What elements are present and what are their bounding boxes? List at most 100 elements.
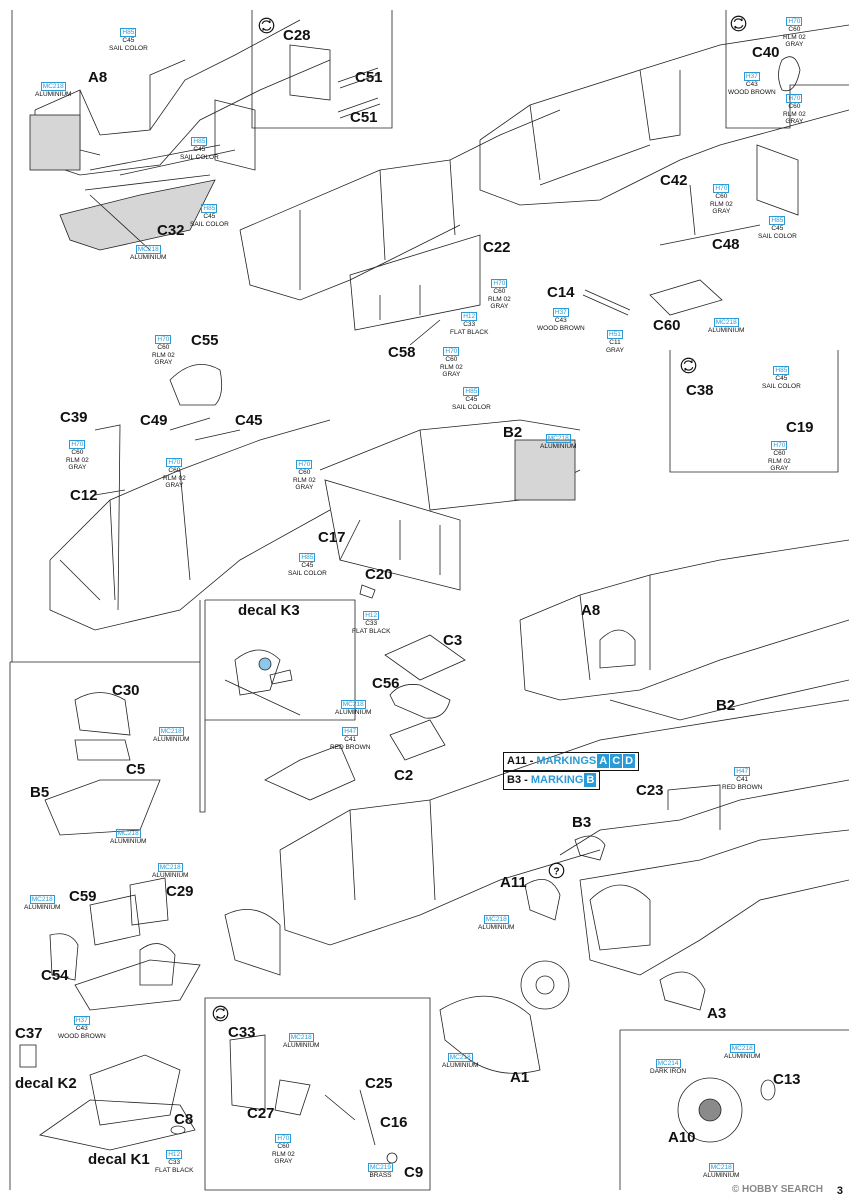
part-label: decal K2 [15, 1075, 77, 1092]
paint-code: H12 [363, 611, 380, 620]
paint-line: RLM 02 [440, 363, 463, 371]
paint-line: WOOD BROWN [537, 324, 585, 332]
marking-box: D [623, 754, 636, 768]
paint-line: C60 [788, 26, 801, 33]
paint-line: GRAY [770, 465, 789, 472]
part-label: C56 [372, 675, 400, 692]
part-label: C45 [235, 412, 263, 429]
marking-box: B [584, 773, 597, 787]
paint-line: C41 [736, 776, 749, 783]
part-label: C54 [41, 967, 69, 984]
check-mark-icon: ? [548, 862, 565, 879]
paint-line: C43 [75, 1025, 88, 1032]
paint-code: MC218 [713, 318, 739, 327]
paint-line: C33 [168, 1159, 181, 1166]
part-label: C32 [157, 222, 185, 239]
paint-line: C60 [168, 467, 181, 474]
paint-line: C43 [745, 81, 758, 88]
part-label: decal K1 [88, 1151, 150, 1168]
paint-line: ALUMINIUM [35, 91, 72, 98]
paint-line: C41 [344, 736, 357, 743]
part-label: C8 [174, 1111, 194, 1128]
paint-line: FLAT BLACK [352, 627, 391, 635]
paint-code: H85 [773, 366, 790, 375]
part-label: C14 [547, 284, 575, 301]
paint-code: H70 [275, 1134, 292, 1143]
paint-line: C60 [298, 469, 311, 476]
part-label: C22 [483, 239, 511, 256]
rotate-icon [212, 1005, 229, 1022]
paint-line: ALUMINIUM [708, 327, 745, 334]
paint-code: MC218 [708, 1163, 734, 1172]
paint-line: ALUMINIUM [130, 254, 167, 261]
paint-code: H12 [166, 1150, 183, 1159]
part-label: C60 [653, 317, 681, 334]
paint-line: GRAY [154, 359, 173, 366]
part-label: C9 [404, 1164, 424, 1181]
marking-box: A [597, 754, 610, 768]
part-label: C3 [443, 632, 463, 649]
paint-code: H85 [201, 204, 218, 213]
part-label: C20 [365, 566, 393, 583]
paint-line: C45 [775, 375, 788, 382]
paint-code: H85 [120, 28, 137, 37]
part-label: C51 [355, 69, 383, 86]
paint-code: H70 [786, 17, 803, 26]
paint-line: ALUMINIUM [283, 1042, 320, 1049]
part-label: C2 [394, 767, 414, 784]
paint-line: C43 [554, 317, 567, 324]
paint-line: ALUMINIUM [24, 904, 61, 911]
paint-code: MC218 [157, 863, 183, 872]
paint-code: H85 [769, 216, 786, 225]
paint-code: H70 [69, 440, 86, 449]
part-label: C13 [773, 1071, 801, 1088]
part-label: A1 [510, 1069, 530, 1086]
paint-line: GRAY [295, 484, 314, 491]
part-label: A8 [581, 602, 601, 619]
part-label: C5 [126, 761, 146, 778]
paint-line: GRAY [68, 464, 87, 471]
markings-part: B3 - [507, 774, 531, 786]
paint-line: ALUMINIUM [442, 1062, 479, 1069]
part-label: C12 [70, 487, 98, 504]
paint-line: SAIL COLOR [109, 44, 148, 52]
part-label: A3 [707, 1005, 727, 1022]
paint-code: MC214 [655, 1059, 681, 1068]
paint-line: C45 [301, 562, 314, 569]
paint-code: H85 [463, 387, 480, 396]
rotate-icon [730, 15, 747, 32]
part-label: C30 [112, 682, 140, 699]
paint-line: SAIL COLOR [452, 403, 491, 411]
paint-line: C33 [463, 321, 476, 328]
paint-line: RLM 02 [710, 200, 733, 208]
paint-line: GRAY [712, 208, 731, 215]
paint-code: MC218 [40, 82, 66, 91]
part-label: C51 [350, 109, 378, 126]
paint-line: GRAY [785, 118, 804, 125]
part-label: C29 [166, 883, 194, 900]
part-label: C40 [752, 44, 780, 61]
